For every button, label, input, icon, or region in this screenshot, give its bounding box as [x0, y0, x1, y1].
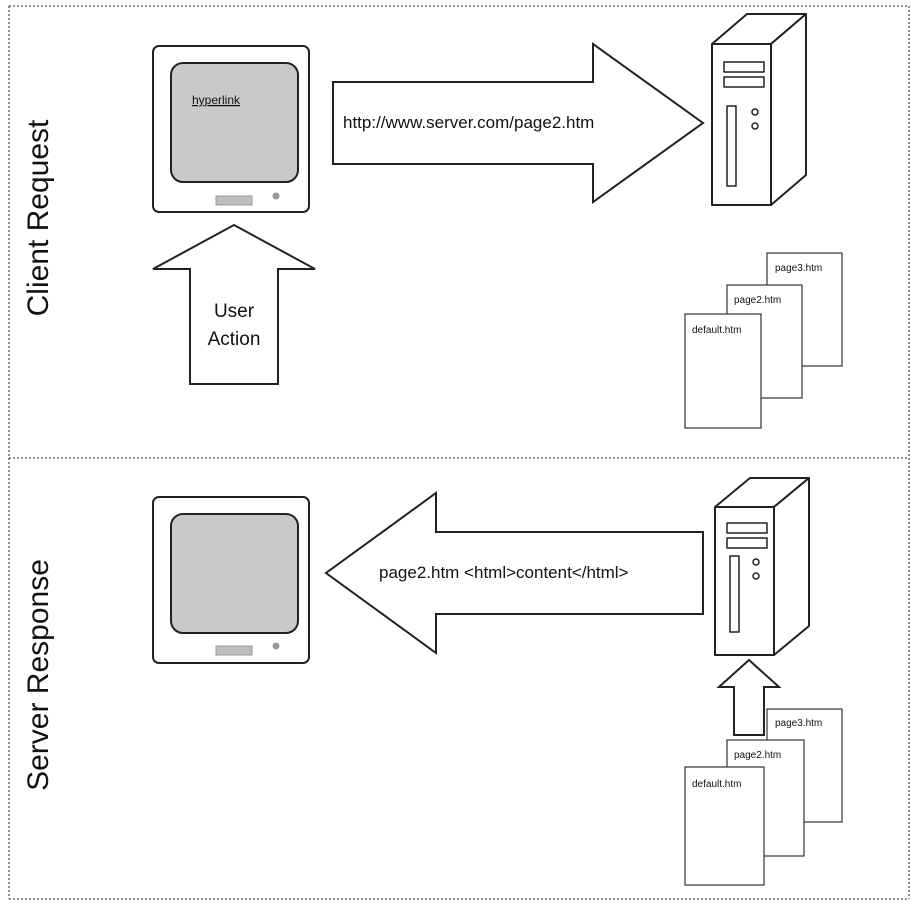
client-monitor-icon	[152, 496, 310, 664]
server-tower-icon	[714, 477, 810, 656]
frame	[8, 5, 910, 900]
file-name-page2: page2.htm	[734, 750, 781, 761]
client-monitor-icon: hyperlink	[152, 45, 310, 213]
file-default	[684, 313, 762, 429]
section-title-response: Server Response	[22, 559, 55, 791]
file-stack-bottom: page3.htm page2.htm default.htm	[684, 708, 843, 886]
hyperlink-text: hyperlink	[192, 93, 241, 107]
user-action-label-line1: User	[214, 301, 255, 322]
file-default	[684, 766, 765, 886]
request-url: http://www.server.com/page2.htm	[343, 113, 594, 132]
file-name-page2: page2.htm	[734, 295, 781, 306]
server-tower-icon	[711, 13, 807, 206]
file-stack-top: page3.htm page2.htm default.htm	[684, 252, 843, 429]
section-title-request: Client Request	[22, 119, 55, 316]
file-name-page3: page3.htm	[775, 718, 822, 729]
files-to-server-arrow	[716, 658, 782, 736]
response-arrow: page2.htm <html>content</html>	[324, 491, 704, 655]
request-arrow: http://www.server.com/page2.htm	[332, 42, 705, 204]
file-name-default: default.htm	[692, 779, 741, 790]
file-name-page3: page3.htm	[775, 263, 822, 274]
response-payload: page2.htm <html>content</html>	[379, 563, 629, 582]
user-action-arrow: User Action	[152, 223, 316, 385]
user-action-label-line2: Action	[208, 329, 261, 350]
file-name-default: default.htm	[692, 325, 741, 336]
